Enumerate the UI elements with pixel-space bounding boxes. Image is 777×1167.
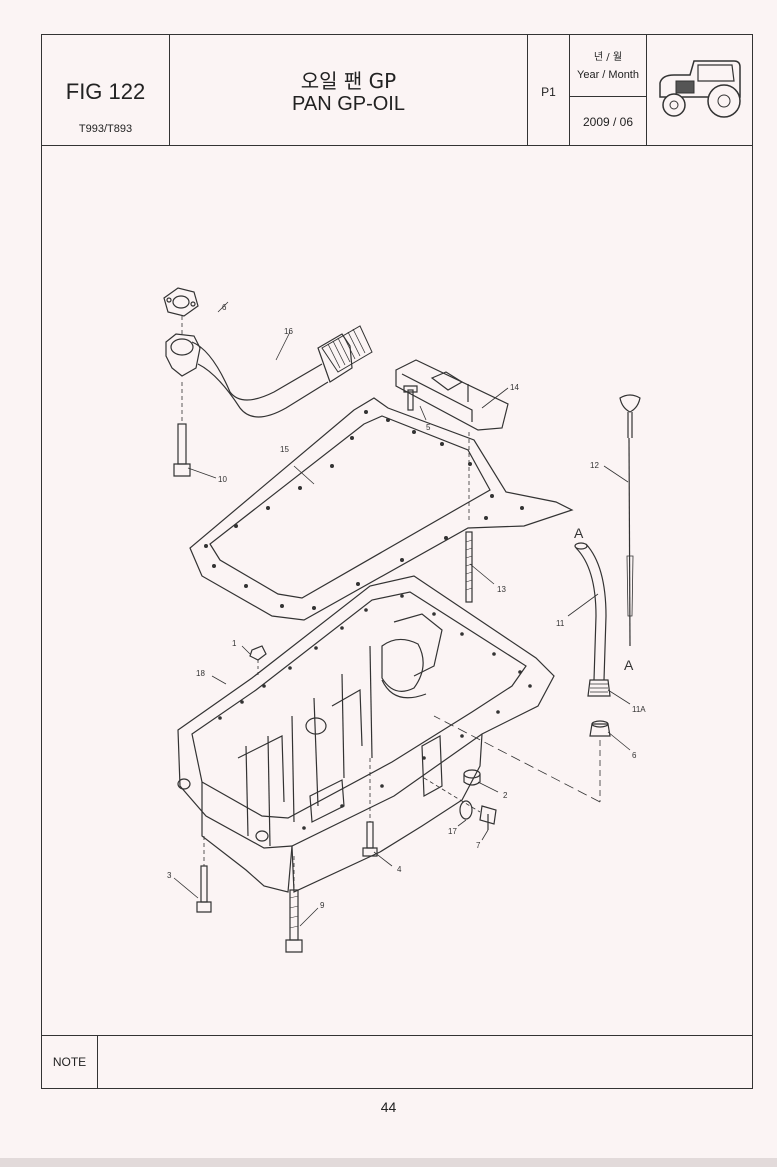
page-code: P1: [541, 85, 556, 99]
figure-cell: FIG 122 T993/T893: [42, 35, 170, 145]
drawing-sheet: FIG 122 T993/T893 오일 팬 GP PAN GP-OIL P1 …: [41, 34, 753, 1089]
callout-15: 15: [280, 445, 289, 454]
callout-6a: 6: [222, 303, 227, 312]
model-code: T993/T893: [78, 123, 133, 135]
callout-14: 14: [510, 383, 519, 392]
dipstick-12-part: [619, 394, 641, 647]
callout-11: 11: [556, 619, 565, 628]
bracket-14-part: [395, 359, 509, 431]
seal-6-part: [589, 720, 611, 737]
note-row: NOTE: [42, 1035, 752, 1088]
callout-12: 12: [590, 461, 599, 470]
callout-11a: 11A: [632, 705, 646, 714]
callout-4: 4: [397, 865, 402, 874]
guide-tube-11-part: [574, 542, 607, 681]
date-label-english: Year / Month: [577, 69, 639, 81]
callout-10: 10: [218, 475, 227, 484]
callout-13: 13: [497, 585, 506, 594]
washer-2-part: [463, 769, 481, 786]
callout-6b: 6: [632, 751, 637, 760]
screw-5-part: [403, 385, 418, 411]
date-label-korean: 년 / 월: [593, 52, 623, 63]
figure-number: FIG 122: [65, 79, 146, 104]
callout-16: 16: [284, 327, 293, 336]
scan-edge: [0, 1158, 777, 1167]
adaptor-11a-part: [587, 679, 611, 697]
oil-pan-18-part: [177, 575, 555, 893]
callout-2: 2: [503, 791, 508, 800]
stud-13-part: [465, 531, 473, 603]
icon-cell: [647, 35, 753, 145]
plug-1-part: [249, 645, 267, 676]
date-value: 2009 / 06: [582, 115, 634, 129]
callout-3: 3: [167, 871, 172, 880]
date-cell: 년 / 월 Year / Month 2009 / 06: [570, 35, 647, 145]
suction-pipe-part: [165, 325, 373, 418]
flange-gasket-part: [163, 287, 199, 317]
reference-a-bottom: A: [624, 657, 634, 673]
bolt-10-part: [173, 382, 191, 477]
note-label: NOTE: [42, 1036, 98, 1088]
callout-5: 5: [426, 423, 431, 432]
callout-1: 1: [232, 639, 237, 648]
callout-7: 7: [476, 841, 481, 850]
plug-7-part: [479, 805, 497, 830]
reference-a-top: A: [574, 525, 584, 541]
page-code-cell: P1: [528, 35, 570, 145]
exploded-parts-diagram: 1 2 3 4 5 6 6 7 9 10 11 11A 12 13 14 15 …: [163, 287, 646, 953]
title-cell: 오일 팬 GP PAN GP-OIL: [170, 35, 528, 145]
title-block: FIG 122 T993/T893 오일 팬 GP PAN GP-OIL P1 …: [42, 35, 752, 146]
bolt-3-part: [196, 836, 212, 913]
callout-17: 17: [448, 827, 457, 836]
tractor-icon: [659, 60, 741, 118]
title-korean: 오일 팬 GP: [300, 69, 397, 93]
oil-pan-gasket-part: [189, 397, 574, 621]
page-number: 44: [380, 1099, 397, 1115]
callout-9: 9: [320, 901, 325, 910]
bolt-9-part: [285, 856, 303, 953]
bolt-4-part: [362, 758, 378, 857]
o-ring-17-part: [459, 800, 473, 820]
title-english: PAN GP-OIL: [292, 93, 405, 115]
date-label-box: 년 / 월 Year / Month: [570, 35, 646, 97]
callout-18: 18: [196, 669, 205, 678]
